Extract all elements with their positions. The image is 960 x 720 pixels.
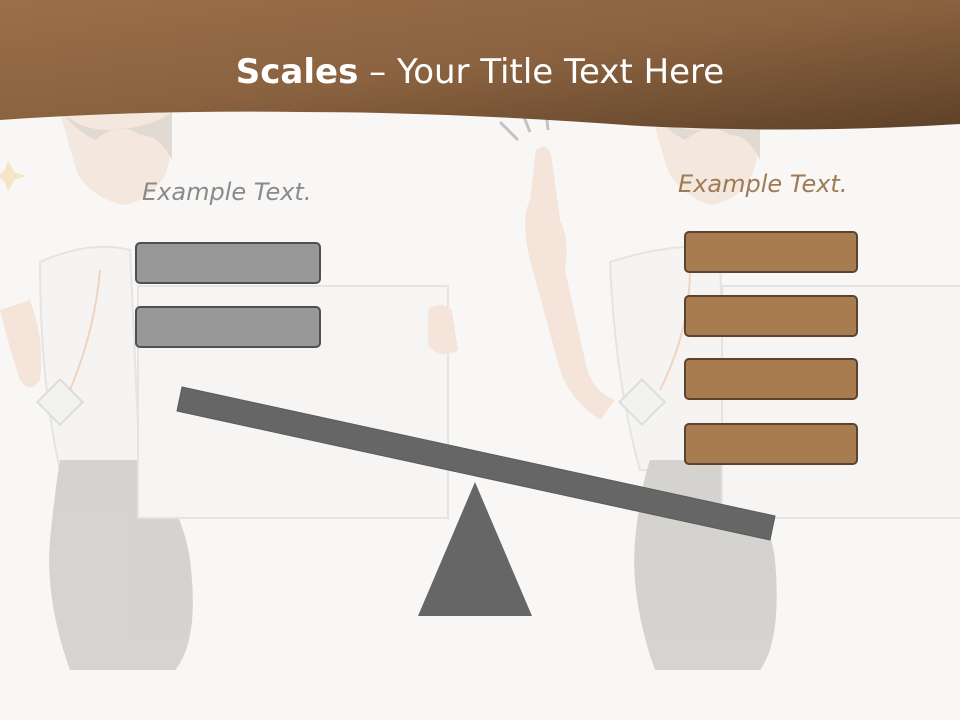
left-text-box-1 <box>135 242 321 284</box>
right-text-box-1 <box>684 231 858 273</box>
seesaw-beam-icon <box>176 386 776 541</box>
title-rest: – Your Title Text Here <box>358 52 725 92</box>
header-band <box>0 0 960 130</box>
left-label: Example Text. <box>142 178 312 206</box>
right-text-box-3 <box>684 358 858 400</box>
right-label: Example Text. <box>678 170 848 198</box>
triangle-fulcrum-icon <box>418 482 532 616</box>
right-text-box-4 <box>684 423 858 465</box>
left-text-box-2 <box>135 306 321 348</box>
title-bold: Scales <box>235 52 359 92</box>
slide-title: Scales – Your Title Text Here <box>0 52 960 92</box>
right-text-box-2 <box>684 295 858 337</box>
